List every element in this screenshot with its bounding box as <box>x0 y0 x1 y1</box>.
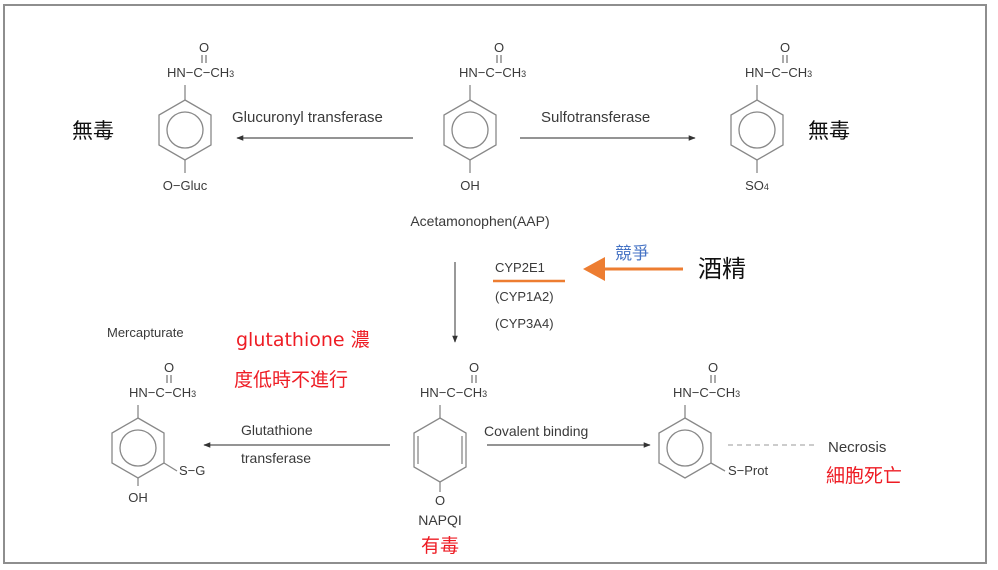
diagram-frame <box>3 4 987 564</box>
quinone-ring-icon <box>413 417 467 483</box>
substituent-label: O−Gluc <box>163 178 208 193</box>
sulfotransferase-label: Sulfotransferase <box>541 109 650 126</box>
substituent-subscript: 4 <box>764 182 769 192</box>
mercapturate-label: Mercapturate <box>107 325 184 340</box>
amide-subscript: 3 <box>807 69 812 79</box>
aap-name-label: Acetamonophen(AAP) <box>410 213 549 229</box>
amide-chain-label: HN−C−CH <box>745 65 807 80</box>
cyp2e1-label: CYP2E1 <box>495 260 545 275</box>
necrosis-label: Necrosis <box>828 439 886 456</box>
napqi-name-label: NAPQI <box>418 512 462 528</box>
glutathione-transferase-label-line1: Glutathione <box>241 422 313 438</box>
cyp1a2-label: (CYP1A2) <box>495 289 554 304</box>
molecule-acetaminophen: O HN−C−CH3 OH <box>443 40 526 193</box>
amide-oxygen-label: O <box>780 40 790 55</box>
molecule-sulfate: O HN−C−CH3 SO4 <box>730 40 812 193</box>
amide-subscript: 3 <box>735 389 740 399</box>
sprot-substituent-label: S−Prot <box>728 463 768 478</box>
alcohol-label: 酒精 <box>698 255 746 283</box>
svg-text:SO4: SO4 <box>745 178 769 193</box>
competition-label: 競爭 <box>615 244 649 264</box>
svg-text:HN−C−CH3: HN−C−CH3 <box>420 385 487 400</box>
svg-text:HN−C−CH3: HN−C−CH3 <box>167 65 234 80</box>
glutathione-note-line1: glutathione 濃 <box>236 329 370 351</box>
amide-chain-label: HN−C−CH <box>129 385 191 400</box>
cyp3a4-label: (CYP3A4) <box>495 316 554 331</box>
substituent-label: SO <box>745 178 764 193</box>
svg-text:HN−C−CH3: HN−C−CH3 <box>673 385 740 400</box>
amide-oxygen-label: O <box>494 40 504 55</box>
molecule-protein-adduct: O HN−C−CH3 S−Prot <box>658 360 768 479</box>
svg-text:HN−C−CH3: HN−C−CH3 <box>459 65 526 80</box>
amide-chain-label: HN−C−CH <box>673 385 735 400</box>
amide-chain-label: HN−C−CH <box>420 385 482 400</box>
amide-subscript: 3 <box>229 69 234 79</box>
molecule-napqi: O HN−C−CH3 O NAPQI 有毒 <box>413 360 487 557</box>
benzene-ring-icon <box>658 417 712 479</box>
svg-text:HN−C−CH3: HN−C−CH3 <box>129 385 196 400</box>
amide-oxygen-label: O <box>469 360 479 375</box>
nontoxic-label-left: 無毒 <box>72 119 114 143</box>
amide-subscript: 3 <box>191 389 196 399</box>
sg-substituent-label: S−G <box>179 463 205 478</box>
cell-death-label: 細胞死亡 <box>826 465 902 487</box>
substituent-label: OH <box>460 178 480 193</box>
amide-chain-label: HN−C−CH <box>459 65 521 80</box>
amide-oxygen-label: O <box>199 40 209 55</box>
molecule-mercapturate: O HN−C−CH3 S−G OH <box>111 360 205 505</box>
molecule-glucuronide: O HN−C−CH3 O−Gluc <box>158 40 234 193</box>
covalent-binding-label: Covalent binding <box>484 423 588 439</box>
toxic-label: 有毒 <box>421 535 459 557</box>
amide-oxygen-label: O <box>164 360 174 375</box>
oh-substituent-label: OH <box>128 490 148 505</box>
glutathione-transferase-label-line2: transferase <box>241 450 311 466</box>
glucuronyl-transferase-label: Glucuronyl transferase <box>232 109 383 126</box>
amide-subscript: 3 <box>482 389 487 399</box>
nontoxic-label-right: 無毒 <box>808 119 850 143</box>
svg-text:HN−C−CH3: HN−C−CH3 <box>745 65 812 80</box>
amide-chain-label: HN−C−CH <box>167 65 229 80</box>
amide-oxygen-label: O <box>708 360 718 375</box>
glutathione-note-line2: 度低時不進行 <box>234 369 348 391</box>
amide-subscript: 3 <box>521 69 526 79</box>
competition-arrowhead-icon <box>583 257 605 281</box>
oxygen-substituent-label: O <box>435 493 445 508</box>
